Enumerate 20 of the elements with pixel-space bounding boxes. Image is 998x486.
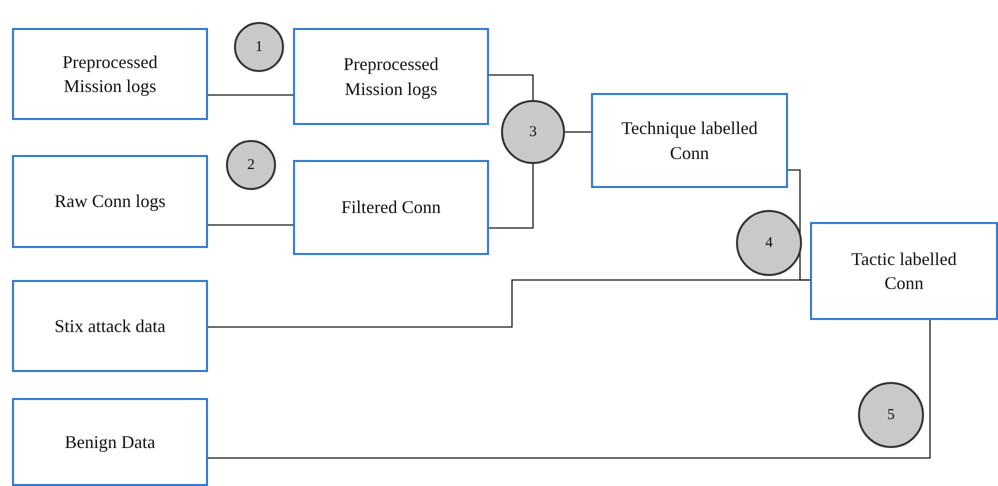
process-box: Benign Data (12, 398, 208, 486)
connector-line (489, 74, 534, 100)
process-box: Tactic labelled Conn (810, 222, 998, 320)
step-number-circle: 4 (736, 210, 802, 276)
process-box: Technique labelled Conn (591, 93, 788, 188)
connector-line (208, 94, 293, 96)
connector-line (489, 164, 534, 229)
connector-line (208, 224, 293, 226)
process-box: Preprocessed Mission logs (293, 28, 489, 125)
connector-line (565, 131, 591, 133)
process-box: Preprocessed Mission logs (12, 28, 208, 120)
process-box: Filtered Conn (293, 160, 489, 255)
process-box: Raw Conn logs (12, 155, 208, 248)
step-number-circle: 2 (226, 140, 276, 190)
process-box: Stix attack data (12, 280, 208, 372)
step-number-circle: 5 (858, 382, 924, 448)
step-number-circle: 3 (501, 100, 565, 164)
connector-line (208, 320, 931, 459)
step-number-circle: 1 (234, 22, 284, 72)
connector-line (208, 279, 810, 328)
